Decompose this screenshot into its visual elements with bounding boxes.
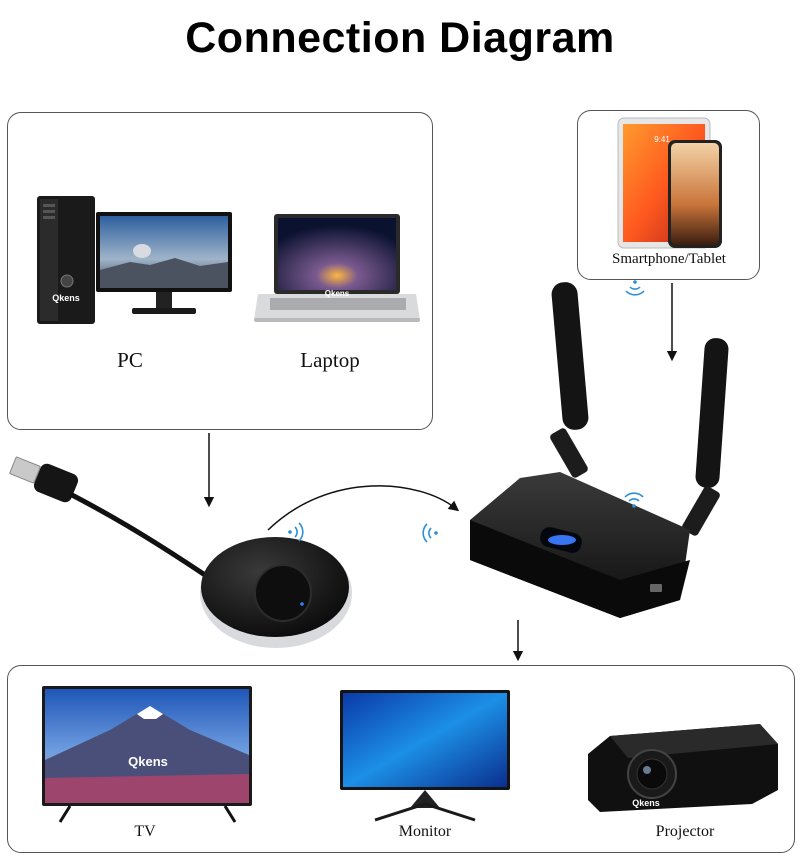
laptop-brand: Qkens	[325, 289, 350, 298]
tv	[42, 686, 252, 823]
wireless-receiver	[470, 282, 729, 618]
laptop	[254, 214, 420, 322]
usb-transmitter	[9, 456, 352, 648]
arrow-transmitter-to-receiver	[267, 485, 460, 531]
projector-brand: Qkens	[632, 798, 660, 808]
projector	[588, 724, 778, 812]
pc-monitor	[96, 212, 232, 314]
diagram-title: Connection Diagram	[185, 14, 615, 62]
tablet-and-phone	[617, 117, 722, 249]
tablet-status-time: 9:41	[654, 135, 670, 144]
pc-label: PC	[117, 348, 143, 372]
tower-brand: Qkens	[52, 293, 80, 303]
tv-label: TV	[134, 823, 156, 840]
laptop-label: Laptop	[300, 348, 360, 372]
smartphone-tablet-label: Smartphone/Tablet	[612, 251, 726, 267]
monitor-label: Monitor	[398, 823, 452, 840]
wifi-icon	[422, 523, 438, 543]
wifi-icon	[288, 522, 304, 542]
tv-brand: Qkens	[128, 754, 168, 769]
projector-label: Projector	[655, 823, 715, 840]
wifi-icon	[624, 492, 644, 508]
output-monitor	[340, 690, 510, 822]
pc-tower	[37, 196, 95, 324]
wifi-icon	[625, 280, 645, 296]
